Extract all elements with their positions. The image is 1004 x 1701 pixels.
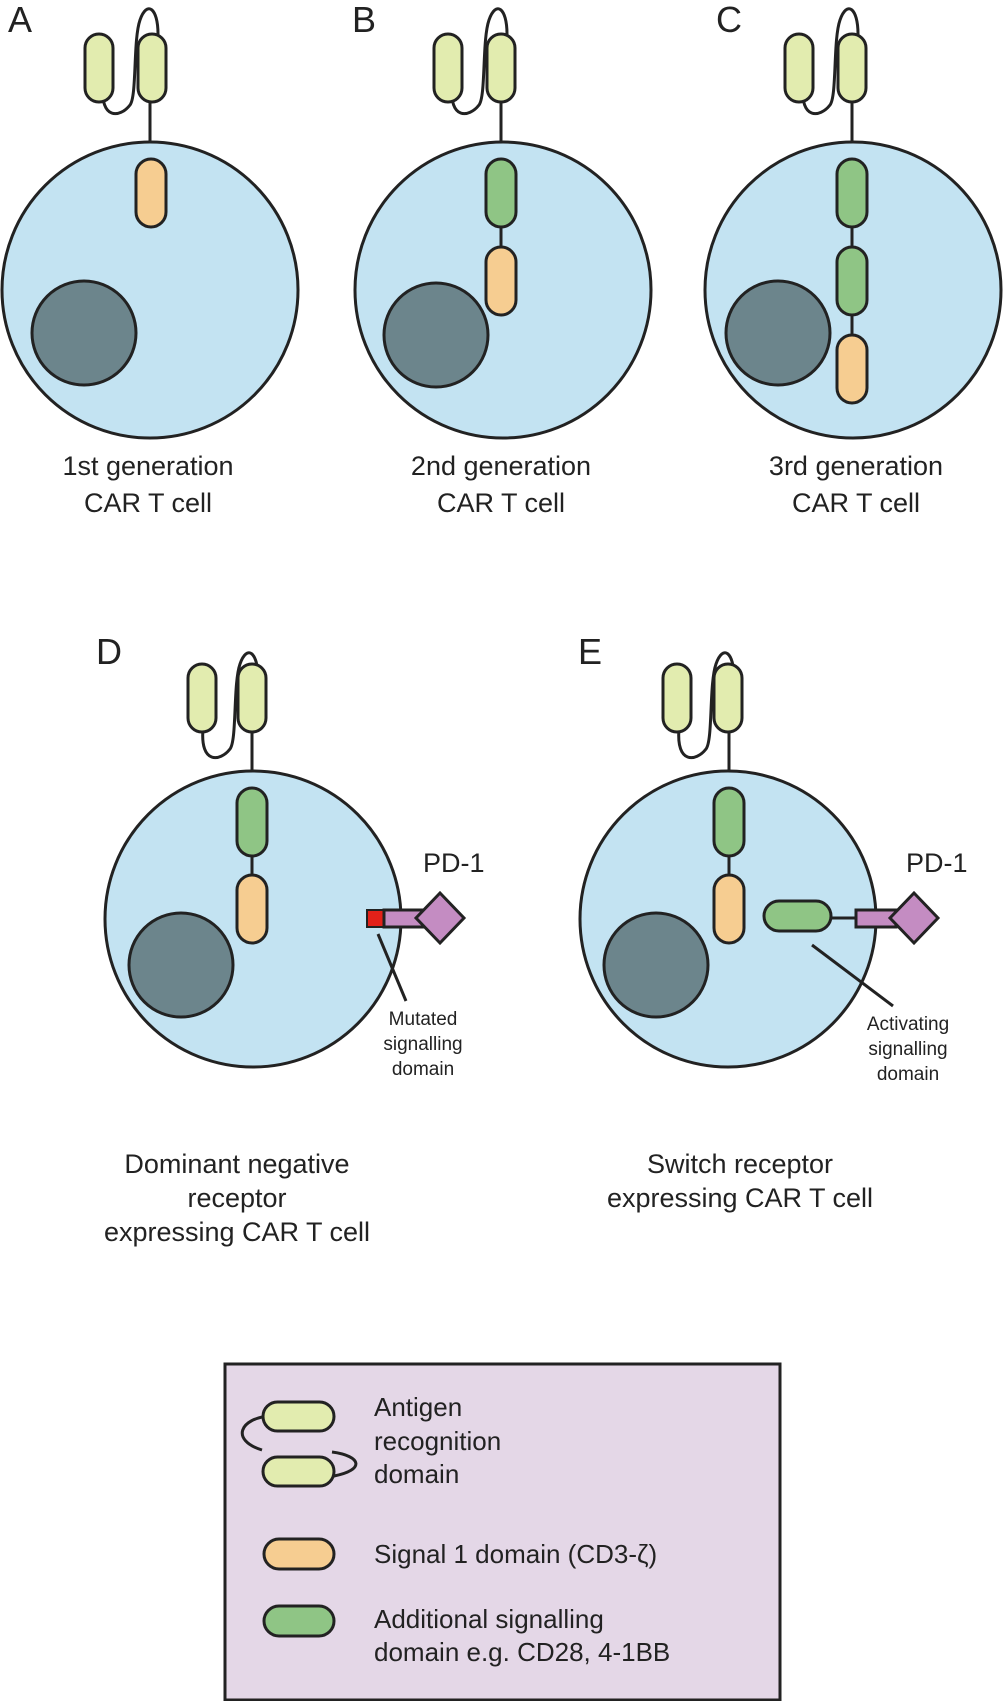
legend-antigen-line2: recognition [374, 1426, 501, 1456]
panel-e-callout-line [811, 943, 894, 1008]
panel-b-letter: B [352, 0, 376, 40]
panel-b-hinge-linker [450, 7, 509, 116]
panel-a-antigen-domain-2 [136, 32, 168, 104]
panel-e-antigen-domain-2 [712, 662, 744, 734]
panel-d-pd1-label: PD-1 [423, 848, 485, 878]
panel-c-hinge-linker [801, 7, 860, 116]
panel-e-antigen-domain-1 [661, 662, 693, 734]
legend-additional-line1: Additional signalling [374, 1604, 604, 1634]
panel-e-callout-line3: domain [877, 1064, 939, 1085]
panel-a-nucleus [30, 279, 138, 387]
panel-b-caption-line1: 2nd generation [411, 451, 591, 481]
panel-b-antigen-domain-1 [432, 32, 464, 104]
panel-c-additional-domain-1 [835, 157, 869, 229]
panel-e-signal1-domain [712, 873, 746, 945]
panel-e-pd1-receptor [887, 890, 941, 946]
panel-d-signal1-domain [235, 873, 269, 945]
panel-a-antigen-domain-1 [83, 32, 115, 104]
panel-d-antigen-domain-2 [236, 662, 268, 734]
panel-d-callout-line [376, 933, 408, 1002]
panel-d-additional-domain [235, 786, 269, 858]
panel-d-callout-line1: Mutated [389, 1009, 458, 1030]
panel-e-letter: E [578, 631, 602, 672]
panel-e-additional-domain [712, 786, 746, 858]
panel-e-nucleus [602, 911, 710, 1019]
panel-d-letter: D [96, 631, 122, 672]
panel-a-letter: A [8, 0, 32, 40]
legend: Antigen recognition domain Signal 1 doma… [223, 1362, 782, 1701]
legend-antigen-icon-2 [261, 1455, 336, 1488]
panel-c-caption-line1: 3rd generation [769, 451, 943, 481]
panel-c-antigen-domain-2 [836, 32, 868, 104]
panel-c-nucleus [724, 279, 832, 387]
panel-e: E PD-1 Activating signalling domain Swit… [578, 631, 968, 1213]
panel-a-caption-line1: 1st generation [62, 451, 233, 481]
panel-c: C 3rd generation CAR T cell [703, 0, 1003, 518]
panel-e-callout-line1: Activating [867, 1014, 949, 1035]
panel-a-signal1-domain [134, 157, 168, 229]
legend-antigen-line3: domain [374, 1459, 459, 1489]
legend-antigen-icon-1 [261, 1400, 336, 1433]
panel-c-signal1-domain [835, 333, 869, 405]
panel-c-antigen-domain-1 [783, 32, 815, 104]
legend-antigen-line1: Antigen [374, 1392, 462, 1422]
panel-c-additional-domain-2 [835, 245, 869, 317]
legend-signal1-icon [262, 1537, 336, 1571]
panel-d-caption-line2: receptor [187, 1183, 286, 1213]
panel-e-hinge-linker [677, 651, 736, 760]
panel-e-activating-domain [762, 899, 833, 933]
panel-d-mutated-domain [366, 909, 385, 928]
panel-e-caption-line1: Switch receptor [647, 1149, 833, 1179]
panel-e-pd1-label: PD-1 [906, 848, 968, 878]
panel-b-nucleus [382, 281, 490, 389]
panel-d-nucleus [127, 911, 235, 1019]
panel-d-caption-line1: Dominant negative [124, 1149, 349, 1179]
panel-a-caption-line2: CAR T cell [84, 488, 212, 518]
panel-b-additional-domain [484, 157, 518, 229]
panel-c-caption-line2: CAR T cell [792, 488, 920, 518]
panel-d: D PD-1 Mutated signalling domain Dominan… [96, 631, 485, 1247]
panel-d-antigen-domain-1 [186, 662, 218, 734]
panel-d-callout-line2: signalling [383, 1034, 462, 1055]
panel-b-antigen-domain-2 [485, 32, 517, 104]
panel-d-caption-line3: expressing CAR T cell [104, 1217, 370, 1247]
panel-e-caption-line2: expressing CAR T cell [607, 1183, 873, 1213]
legend-signal1-label: Signal 1 domain (CD3-ζ) [374, 1539, 657, 1569]
legend-additional-icon [262, 1604, 336, 1638]
panel-a: A 1st generation CAR T cell [0, 0, 300, 518]
panel-b: B 2nd generation CAR T cell [352, 0, 653, 518]
panel-d-hinge-linker [201, 651, 260, 760]
panel-a-hinge-linker [101, 7, 160, 116]
legend-additional-line2: domain e.g. CD28, 4-1BB [374, 1637, 670, 1667]
panel-e-callout-line2: signalling [868, 1039, 947, 1060]
panel-b-signal1-domain [484, 245, 518, 317]
panel-d-callout-line3: domain [392, 1059, 454, 1080]
panel-c-letter: C [716, 0, 742, 40]
panel-d-pd1-receptor [413, 890, 467, 946]
panel-b-caption-line2: CAR T cell [437, 488, 565, 518]
